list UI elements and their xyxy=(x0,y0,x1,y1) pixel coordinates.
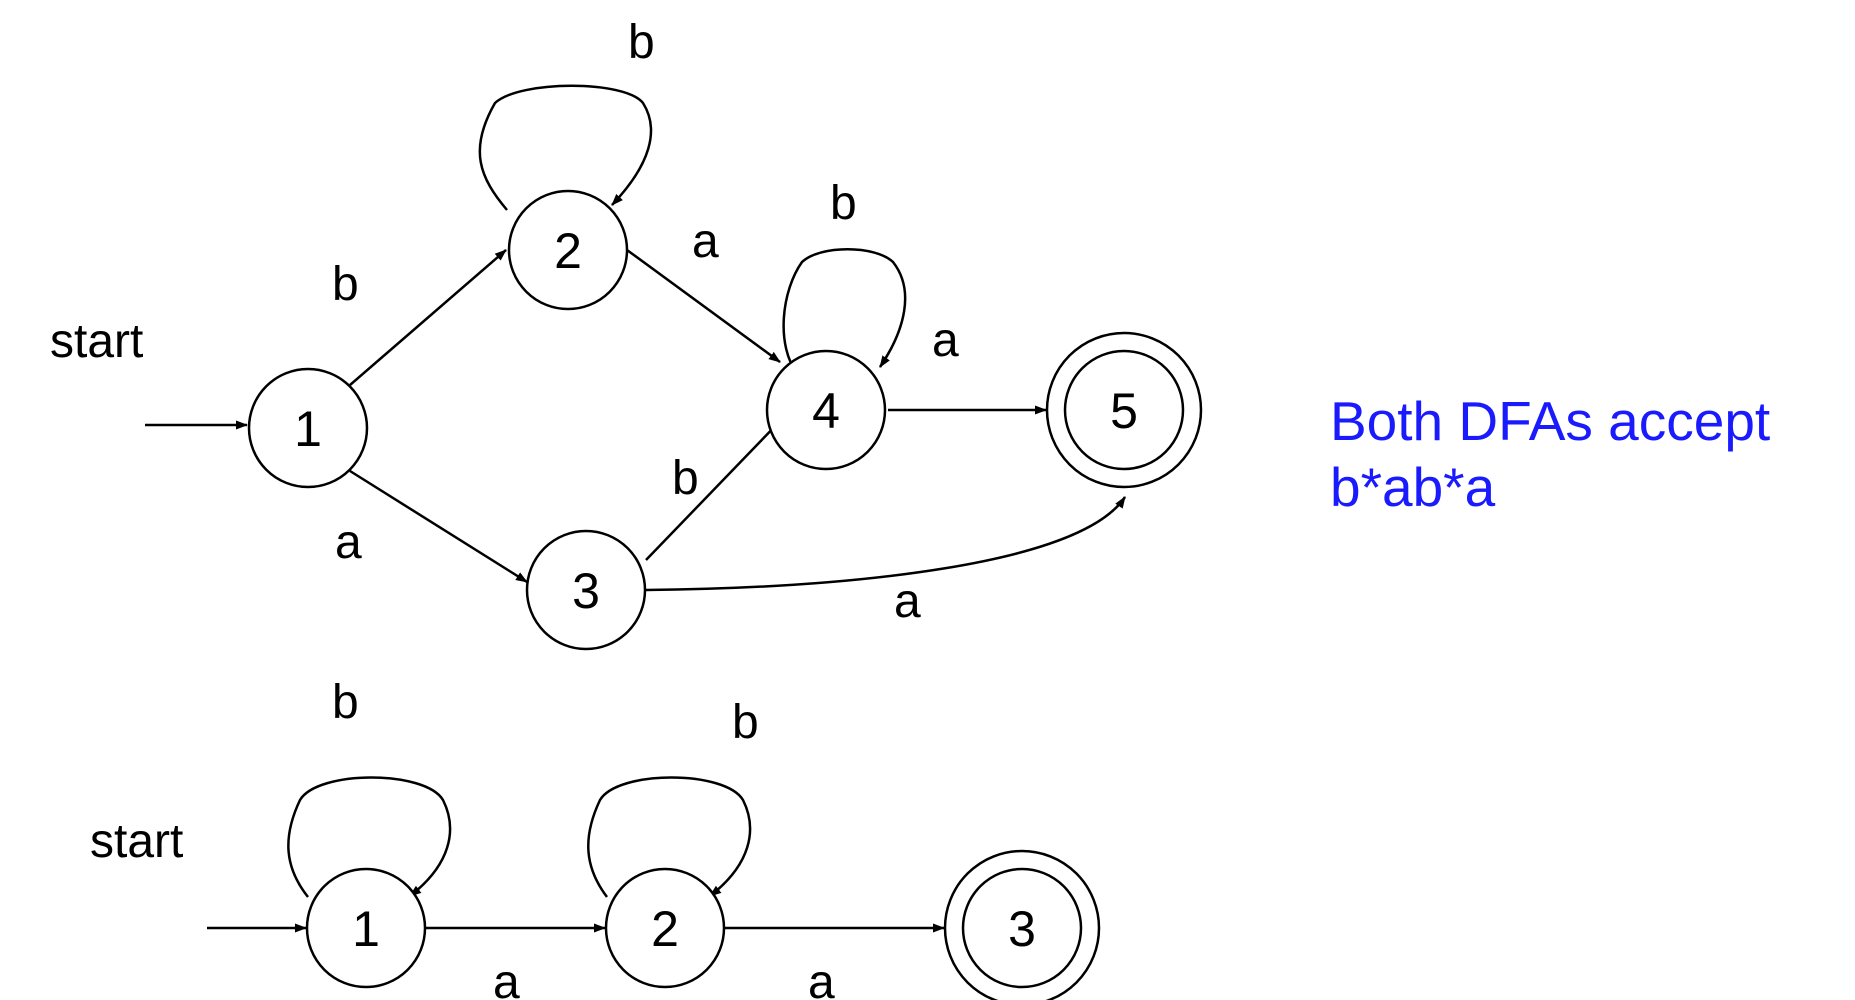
top-edge-4-5-label: a xyxy=(932,314,959,367)
bottom-state-3-accepting: 3 xyxy=(943,849,1101,1000)
bottom-start-label: start xyxy=(90,815,183,868)
bottom-state-1-label: 1 xyxy=(352,901,380,957)
bottom-edge-2-2 xyxy=(587,776,752,898)
bottom-edge-1-1 xyxy=(287,776,452,898)
top-state-2-label: 2 xyxy=(554,223,582,279)
top-edge-1-2-label: b xyxy=(332,258,359,311)
top-edge-4-4-label: b xyxy=(830,177,857,230)
top-state-4-label: 4 xyxy=(812,383,840,439)
top-edge-1-3 xyxy=(349,469,528,584)
top-edge-3-4 xyxy=(645,418,783,561)
top-edge-2-2-label: b xyxy=(628,16,655,69)
top-state-3: 3 xyxy=(525,529,647,651)
dfa-equivalence-note: Both DFAs accept b*ab*a xyxy=(1330,388,1770,520)
top-edge-1-2 xyxy=(349,249,507,386)
top-state-5-accepting: 5 xyxy=(1045,331,1203,489)
bottom-state-2: 2 xyxy=(604,867,726,989)
top-edge-1-3-label: a xyxy=(335,516,362,569)
top-state-4: 4 xyxy=(765,349,887,471)
bottom-edge-1-1-label: b xyxy=(332,676,359,729)
bottom-edge-2-2-label: b xyxy=(732,696,759,749)
top-edge-3-5 xyxy=(645,496,1127,592)
top-edge-3-5-label: a xyxy=(894,575,921,628)
top-state-3-label: 3 xyxy=(572,563,600,619)
top-edge-2-4-label: a xyxy=(692,215,719,268)
top-state-2: 2 xyxy=(507,189,629,311)
bottom-dfa: start b a b a 1 2 xyxy=(90,676,1101,1000)
top-state-1-label: 1 xyxy=(294,401,322,457)
bottom-edge-1-2-label: a xyxy=(493,956,520,1000)
bottom-state-1: 1 xyxy=(305,867,427,989)
top-edge-3-4-label: b xyxy=(672,452,699,505)
top-state-1: 1 xyxy=(247,367,369,489)
top-state-5-label: 5 xyxy=(1110,383,1138,439)
top-start-label: start xyxy=(50,315,143,368)
top-edge-2-4 xyxy=(626,248,781,364)
note-line-2: b*ab*a xyxy=(1330,456,1496,518)
top-dfa: start b a b a b a b a xyxy=(50,16,1203,651)
bottom-state-2-label: 2 xyxy=(651,901,679,957)
bottom-edge-2-3-label: a xyxy=(808,956,835,1000)
bottom-state-3-label: 3 xyxy=(1008,901,1036,957)
note-line-1: Both DFAs accept xyxy=(1330,390,1771,452)
top-edge-2-2 xyxy=(478,84,653,211)
top-edge-4-4 xyxy=(782,248,907,376)
